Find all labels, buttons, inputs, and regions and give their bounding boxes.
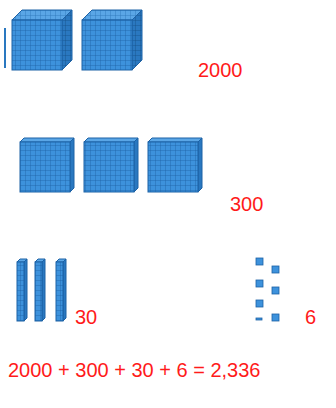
value-label: 6 bbox=[305, 305, 316, 329]
hundred-flat bbox=[84, 138, 138, 192]
value-label: 2000 bbox=[198, 58, 243, 82]
thousand-cube bbox=[82, 10, 142, 70]
ten-rod bbox=[56, 259, 66, 321]
sum-equation: 2000 + 300 + 30 + 6 = 2,336 bbox=[8, 358, 260, 382]
unit-cubes bbox=[256, 258, 279, 321]
value-label: 300 bbox=[230, 192, 263, 216]
hundred-flat bbox=[148, 138, 202, 192]
ten-rod bbox=[35, 259, 45, 321]
hundred-flat bbox=[20, 138, 74, 192]
value-label: 30 bbox=[75, 305, 97, 329]
thousand-cube bbox=[12, 10, 72, 70]
thin-rod bbox=[4, 28, 6, 68]
ten-rod bbox=[17, 259, 27, 321]
